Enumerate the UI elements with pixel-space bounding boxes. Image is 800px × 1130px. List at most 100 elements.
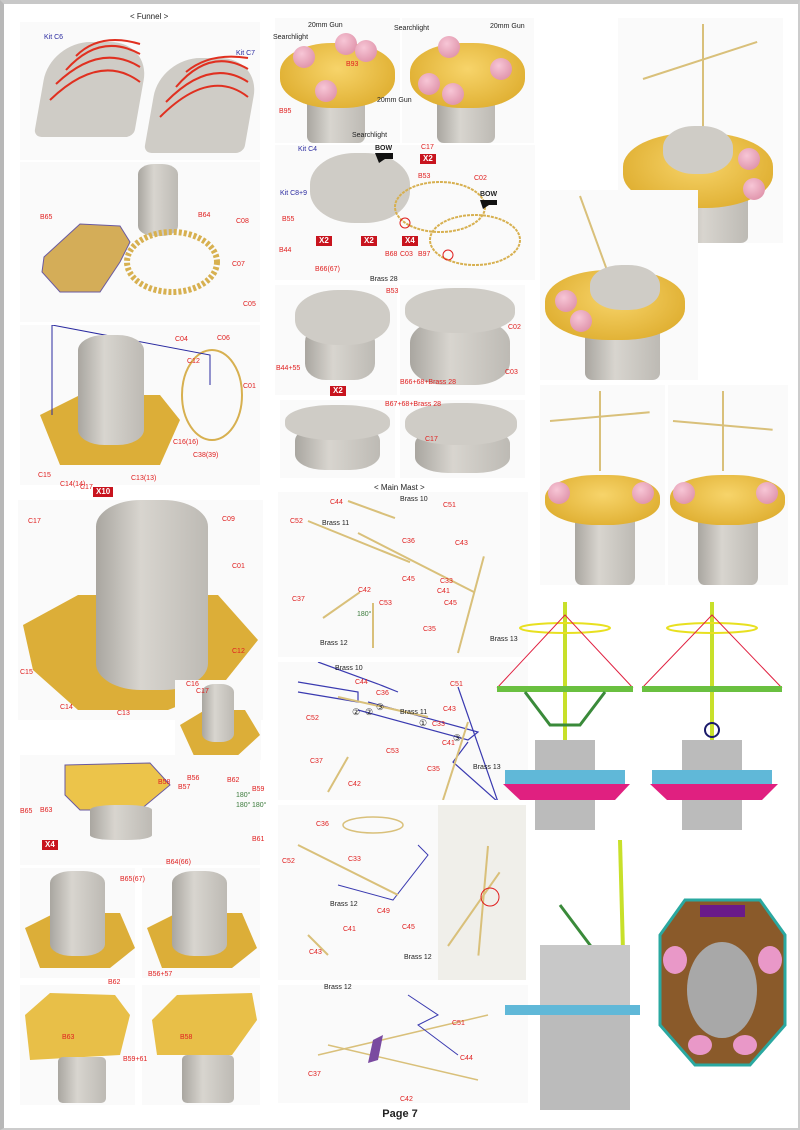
step-number: ③	[376, 702, 385, 712]
funnel-platform-photo-left	[20, 868, 135, 978]
label: B44+55	[276, 365, 301, 372]
label: BOW	[375, 145, 393, 152]
label: Kit C6	[44, 34, 64, 41]
label: C06	[217, 335, 230, 342]
quantity-badge: X2	[330, 386, 346, 396]
label: C17	[196, 688, 209, 695]
funnel-header: < Funnel >	[130, 12, 169, 21]
label: C42	[358, 587, 371, 594]
label: C44	[355, 679, 368, 686]
mast-finished-photo-2	[540, 190, 698, 380]
label: C37	[310, 758, 323, 765]
label: C53	[379, 600, 392, 607]
label: C44	[460, 1055, 473, 1062]
funnel-step-photo	[20, 162, 260, 322]
cap-photo-right	[400, 285, 525, 395]
label: Searchlight	[352, 132, 388, 139]
label: C36	[402, 538, 415, 545]
label: B68	[385, 251, 398, 258]
searchlight-platform-photo-right	[402, 18, 534, 143]
label: C14	[60, 704, 73, 711]
label: C16	[186, 681, 199, 688]
label: B58	[158, 779, 171, 786]
label: C41	[343, 926, 356, 933]
label: B67+68+Brass 28	[385, 401, 442, 408]
label: C17	[425, 436, 438, 443]
label: C36	[376, 690, 389, 697]
label: B53	[418, 173, 431, 180]
cap-step-diagram	[275, 145, 535, 280]
label: B66(67)	[315, 266, 340, 273]
quantity-badge: X2	[361, 236, 377, 246]
label: 20mm Gun	[308, 22, 343, 29]
quantity-badge: X2	[420, 154, 436, 164]
label: C13(13)	[131, 475, 157, 482]
quantity-badge: X2	[316, 236, 332, 246]
platform-photo-right	[142, 985, 260, 1105]
mast-closeup-photo	[438, 805, 526, 980]
label: C02	[474, 175, 487, 182]
label: C44	[330, 499, 343, 506]
funnel-finished-photo	[18, 500, 263, 720]
mast-finished-photo-4	[668, 385, 788, 585]
cap-photo-left	[275, 285, 397, 395]
step-number: ②	[352, 707, 361, 717]
mast-side-elevation	[641, 602, 783, 830]
label: Brass 13	[473, 764, 501, 771]
label: C01	[232, 563, 245, 570]
label: Brass 11	[322, 520, 350, 527]
label: C14(14)	[60, 481, 86, 488]
label: B65	[20, 808, 33, 815]
label: C17	[421, 144, 434, 151]
label: C07	[232, 261, 245, 268]
label: C09	[222, 516, 235, 523]
platform-step-photo	[20, 755, 260, 865]
quantity-badge: X4	[402, 236, 418, 246]
label: C03	[505, 369, 518, 376]
label: 20mm Gun	[377, 97, 412, 104]
label: C38(39)	[193, 452, 219, 459]
label: B97	[418, 251, 431, 258]
label: C41	[437, 588, 450, 595]
label: BOW	[480, 191, 498, 198]
label: C51	[450, 681, 463, 688]
step-number: ①	[419, 718, 428, 728]
label: Brass 28	[370, 276, 398, 283]
label: 180°	[357, 611, 372, 618]
mast-detail-diagram	[278, 805, 438, 980]
label: C52	[282, 858, 295, 865]
label: C42	[348, 781, 361, 788]
label: B65(67)	[120, 876, 145, 883]
step-number: ③	[453, 733, 462, 743]
label: C37	[292, 596, 305, 603]
searchlight-platform-photo-left	[275, 18, 400, 143]
platform-photo-left	[20, 985, 135, 1105]
label: C33	[440, 578, 453, 585]
label: C12	[187, 358, 200, 365]
label: Searchlight	[394, 25, 430, 32]
label: C05	[243, 301, 256, 308]
funnel-assembly-photo	[20, 325, 260, 485]
label: C03	[400, 251, 413, 258]
label: 180°	[252, 802, 267, 809]
label: B63	[62, 1034, 75, 1041]
mast-yard-diagram	[278, 985, 528, 1103]
label: C08	[236, 218, 249, 225]
label: C45	[402, 924, 415, 931]
label: C33	[348, 856, 361, 863]
label: C36	[316, 821, 329, 828]
label: B62	[227, 777, 240, 784]
label: 180°	[236, 802, 251, 809]
cap-finished-photo-left	[280, 400, 395, 478]
label: Brass 12	[320, 640, 348, 647]
label: B64(66)	[166, 859, 191, 866]
label: C35	[427, 766, 440, 773]
label: B53	[386, 288, 399, 295]
funnel-platform-photo-right	[142, 868, 260, 978]
label: C52	[306, 715, 319, 722]
label: C43	[455, 540, 468, 547]
label: B95	[279, 108, 292, 115]
label: Kit C4	[298, 146, 318, 153]
label: B66+68+Brass 28	[400, 379, 457, 386]
